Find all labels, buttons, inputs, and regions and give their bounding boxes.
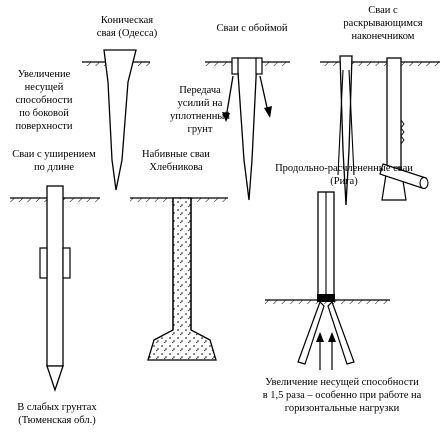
sleeve-pile bbox=[205, 57, 290, 201]
split-pile bbox=[265, 191, 390, 370]
conical-pile-label: Коническая свая (Одесса) bbox=[96, 15, 158, 39]
bearing-side-label: Увеличение несущей способности по боково… bbox=[15, 69, 73, 132]
split-pile-label: Продольно-расчлененные сваи (Рига) bbox=[275, 163, 413, 187]
bearing-increase-label: Увеличение несущей способности в 1,5 раз… bbox=[262, 377, 422, 414]
khlebnikov-pile bbox=[130, 197, 228, 361]
opening-tip-piles bbox=[320, 55, 440, 206]
weak-soils-label: В слабых грунтах (Тюменская обл.) bbox=[17, 402, 97, 426]
conical-pile bbox=[82, 49, 150, 191]
khlebnikov-label: Набивные сваи Хлебникова bbox=[142, 149, 210, 173]
opening-tip-label: Сваи с раскрывающимся наконечником bbox=[343, 5, 423, 42]
widened-pile-label: Сваи с уширением по длине bbox=[12, 149, 96, 173]
force-transfer-label: Передача усилий на уплотненный грунт bbox=[169, 85, 230, 135]
widened-pile bbox=[10, 185, 100, 393]
sleeve-pile-label: Сваи с обоймой bbox=[216, 23, 288, 34]
